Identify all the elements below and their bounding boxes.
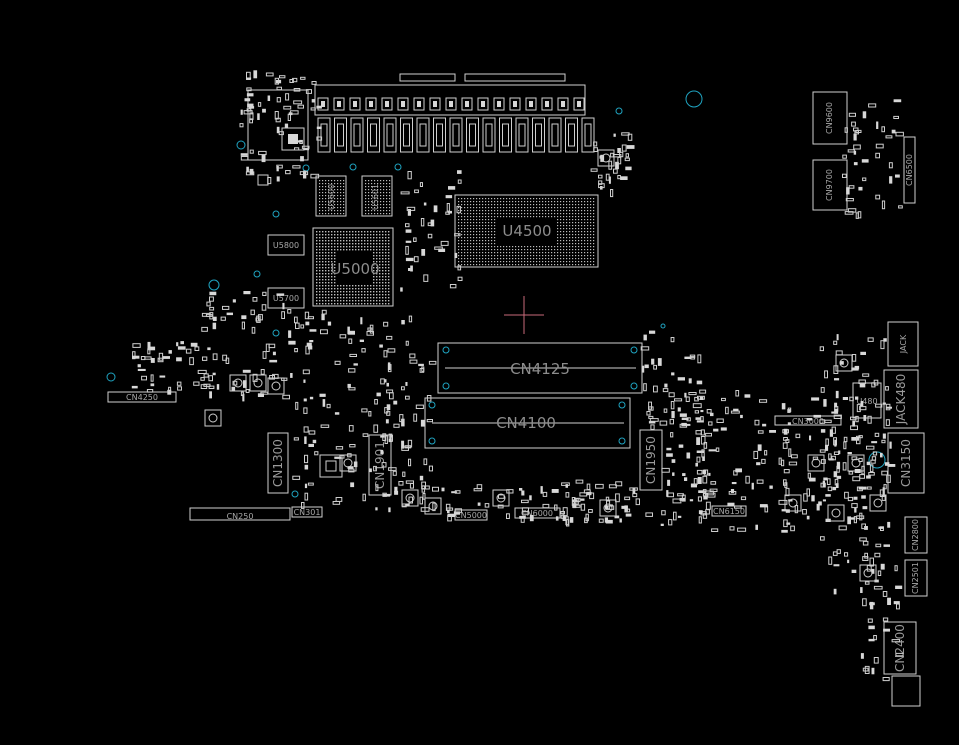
- cn9700-label: CN9700: [825, 169, 834, 201]
- connector-cn2400[interactable]: CN2400: [883, 621, 917, 675]
- cn2501-label: CN2501: [911, 562, 920, 594]
- cn6500-label: CN6500: [905, 154, 914, 186]
- mounting-holes: [208, 90, 703, 498]
- cn1901-label: CN1901: [373, 441, 387, 489]
- u5000-label: U5000: [330, 260, 379, 278]
- u5601-label: U5601: [371, 184, 380, 210]
- memory-u5800[interactable]: U5800: [267, 234, 305, 256]
- component-bottom-right[interactable]: [891, 675, 921, 707]
- connector-cn1950[interactable]: CN1950: [639, 429, 663, 491]
- cn301-label: CN301: [294, 508, 321, 517]
- cn250-label: CN250: [227, 512, 254, 521]
- u5600-label: U5600: [327, 184, 336, 210]
- connector-cn3000[interactable]: CN3000: [774, 415, 842, 426]
- connector-cn1901[interactable]: CN1901: [368, 434, 392, 496]
- inductor-row[interactable]: [317, 117, 595, 153]
- connector-cn4100[interactable]: CN4100: [424, 397, 631, 449]
- cn1950-label: CN1950: [644, 436, 658, 484]
- svg-text:JACK: JACK: [899, 334, 908, 354]
- cpu-u4500[interactable]: U4500: [454, 194, 599, 268]
- u5700-label: U5700: [273, 294, 299, 303]
- connector-cn9700[interactable]: CN9700: [812, 159, 848, 211]
- u480-label: U480: [856, 397, 877, 406]
- cn9600-label: CN9600: [825, 102, 834, 134]
- cn4125-label: CN4125: [510, 360, 570, 378]
- connector-cn1300[interactable]: CN1300: [267, 432, 289, 494]
- jack480-label: JACK480: [894, 374, 908, 425]
- connector-upper-right-jack[interactable]: JACK: [887, 321, 919, 367]
- connector-cn250[interactable]: CN250: [189, 507, 291, 521]
- cn3150-label: CN3150: [899, 439, 913, 487]
- cn4250-label: CN4250: [126, 393, 158, 402]
- cn6000-label: CN6000: [521, 509, 553, 518]
- memory-u5600[interactable]: U5600: [315, 175, 347, 217]
- cn4100-label: CN4100: [496, 414, 556, 432]
- passive-components[interactable]: [131, 70, 904, 682]
- cn2800-label: CN2800: [911, 519, 920, 551]
- connector-cn6000[interactable]: CN6000: [514, 507, 561, 519]
- cn6150-label: CN6150: [713, 507, 745, 516]
- chip-u-lower-left[interactable]: [319, 454, 343, 478]
- cn5000-label: CN5000: [455, 511, 487, 520]
- connector-cn4250[interactable]: CN4250: [106, 372, 177, 403]
- gpu-u5000[interactable]: U5000: [312, 227, 394, 307]
- cursor-crosshair: [504, 296, 544, 334]
- connector-cn9600[interactable]: CN9600: [812, 91, 848, 145]
- u5800-label: U5800: [273, 241, 299, 250]
- cn2400-label: CN2400: [893, 624, 907, 672]
- connector-cn301[interactable]: CN301: [291, 506, 323, 518]
- connector-cn6500[interactable]: CN6500: [903, 136, 916, 204]
- connector-cn2800[interactable]: CN2800: [904, 516, 928, 554]
- memory-u5700[interactable]: U5700: [267, 287, 305, 309]
- jack-jack480[interactable]: JACK480: [883, 369, 919, 429]
- cn3000-label: CN3000: [792, 417, 824, 426]
- memory-u5601[interactable]: U5601: [361, 175, 393, 217]
- u4500-label: U4500: [502, 222, 551, 240]
- top-power-stage[interactable]: [314, 73, 586, 116]
- cn1300-label: CN1300: [271, 439, 285, 487]
- connector-cn2501[interactable]: CN2501: [904, 559, 928, 597]
